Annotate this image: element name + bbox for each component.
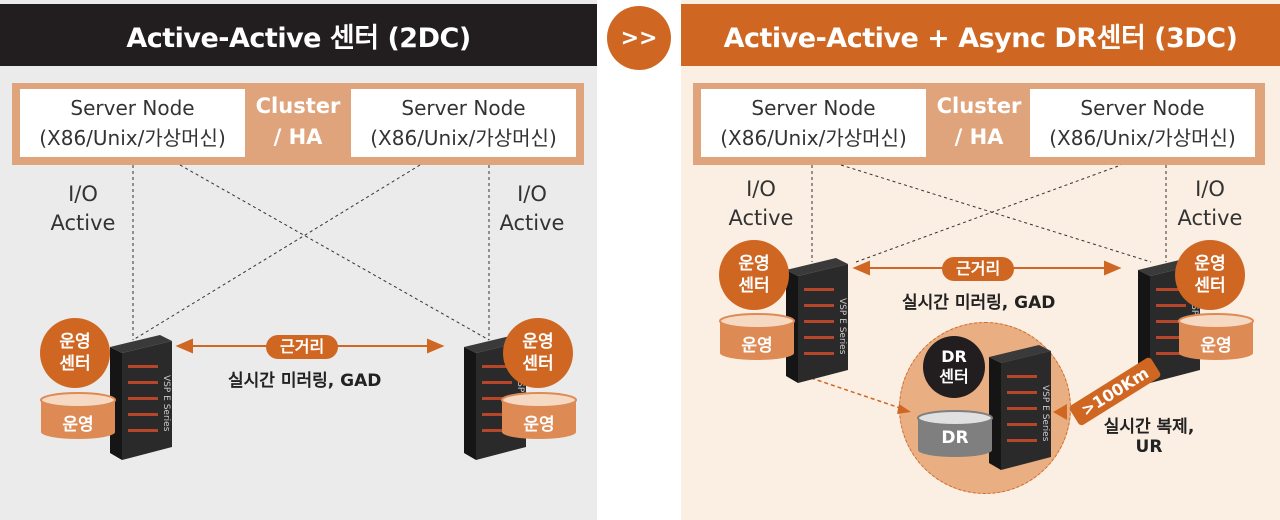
svg-text:VSP E Series: VSP E Series (1040, 385, 1050, 442)
replication-label: 실시간 복제, UR (1103, 417, 1195, 457)
right-panel-title: Active-Active + Async DR센터 (3DC) (681, 4, 1280, 66)
server-node-label: Server Node (401, 96, 526, 120)
mirroring-label: 실시간 미러링, GAD (228, 371, 382, 391)
progression-arrow: >> (607, 6, 671, 70)
cluster-ha-label: Cluster / HA (255, 94, 341, 149)
cross-line-2 (132, 164, 421, 341)
storage-server-dr: VSP E Series (989, 345, 1051, 470)
cross-line-2 (840, 164, 1152, 263)
svg-text:VSP E Series: VSP E Series (161, 375, 171, 432)
cluster-box: Server Node (X86/Unix/가상머신) Cluster / HA… (12, 83, 584, 165)
short-distance-pill: 근거리 (266, 335, 339, 359)
server-node-type: (X86/Unix/가상머신) (370, 126, 557, 150)
server-node-type: (X86/Unix/가상머신) (1049, 126, 1236, 150)
storage-cylinder-right: 운영 (1178, 313, 1254, 361)
right-panel-3dc: Active-Active + Async DR센터 (3DC) Server … (681, 0, 1280, 520)
left-panel-2dc: Active-Active 센터 (2DC) Server Node (X86/… (0, 0, 597, 520)
server-node-type: (X86/Unix/가상머신) (39, 126, 226, 150)
arrow-head-right (427, 338, 445, 354)
storage-cylinder-left: 운영 (40, 392, 116, 440)
server-node-label: Server Node (1080, 96, 1205, 120)
storage-cylinder-dr: DR (917, 410, 993, 458)
cross-line-1 (855, 164, 1122, 263)
server-node-right: Server Node (X86/Unix/가상머신) (351, 89, 576, 157)
server-node-left: Server Node (X86/Unix/가상머신) (701, 89, 926, 157)
arrow-head-left (175, 338, 193, 354)
cluster-ha-label: Cluster / HA (936, 94, 1022, 149)
short-distance-pill: 근거리 (942, 257, 1015, 281)
replication-arrow-head (1053, 404, 1067, 420)
left-panel-title: Active-Active 센터 (2DC) (0, 4, 597, 66)
cross-line-1 (179, 164, 490, 341)
server-node-right: Server Node (X86/Unix/가상머신) (1030, 89, 1255, 157)
connection-lines (132, 164, 490, 354)
server-node-left: Server Node (X86/Unix/가상머신) (20, 89, 245, 157)
async-dr-line (810, 377, 907, 411)
cluster-box: Server Node (X86/Unix/가상머신) Cluster / HA… (693, 83, 1265, 165)
storage-cylinder-right: 운영 (501, 392, 577, 440)
svg-text:VSP E Series: VSP E Series (837, 298, 847, 355)
server-node-type: (X86/Unix/가상머신) (720, 126, 907, 150)
storage-cylinder-left: 운영 (719, 313, 795, 361)
arrow-head-right (1104, 260, 1122, 276)
arrow-head-left (852, 260, 870, 276)
storage-server-left: VSP E Series (110, 335, 172, 460)
server-node-label: Server Node (70, 96, 195, 120)
server-node-label: Server Node (751, 96, 876, 120)
mirroring-label: 실시간 미러링, GAD (902, 293, 1056, 313)
async-arrow-head (897, 404, 911, 414)
